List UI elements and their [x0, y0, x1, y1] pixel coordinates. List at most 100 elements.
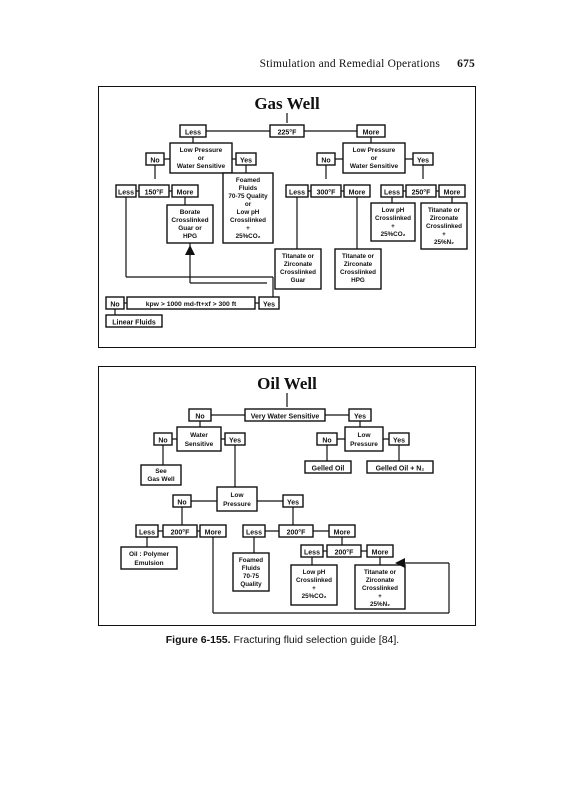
gas-tithpg-4: HPG	[351, 277, 365, 284]
gas-titn2-3: Crosslinked	[426, 223, 462, 230]
oil-mid-no-label: No	[177, 500, 186, 507]
oil-foamed-2: Fluids	[242, 565, 261, 572]
gas-lowph-1: Low pH	[382, 207, 405, 214]
oil-titn2-4: +	[378, 593, 382, 600]
gas-250-node	[405, 184, 437, 198]
gas-titguar-1: Titanate or	[282, 253, 315, 260]
gas-titn2-1: Titanate or	[428, 207, 461, 214]
oil-r200-node	[326, 544, 362, 558]
gas-left-no-label: No	[150, 158, 159, 165]
gas-225-node	[269, 124, 305, 138]
gas-left-yes-label: Yes	[240, 158, 252, 165]
oil-lowph-4: 25%CO₂	[302, 593, 327, 600]
oil-foamed-3: 70-75	[243, 573, 260, 580]
gas-250-label: 250°F	[412, 189, 431, 197]
gas-well-flowchart: Gas Well Less 225°F More Low Pressure or…	[105, 94, 468, 328]
oil-lowph-node	[290, 564, 338, 606]
gas-less-label: Less	[185, 130, 201, 137]
oil-lowph-1: Low pH	[303, 569, 326, 576]
gas-titn2-5: 25%N₂	[434, 239, 454, 246]
gas-300-more-label: More	[349, 190, 366, 197]
gas-tithpg-3: Crosslinked	[340, 269, 376, 276]
oil-lowph-3: +	[312, 585, 316, 592]
oil-well-panel: Oil Well No Very Water Sensitive Yes Wat…	[98, 366, 476, 626]
gas-foamed-7: +	[246, 225, 250, 232]
gas-foamed-node	[222, 172, 274, 244]
oil-r200-more-label: More	[372, 550, 389, 557]
oil-top-yes-label: Yes	[354, 414, 366, 421]
gas-borate-3: Guar or	[178, 225, 202, 232]
oil-polymer-2: Emulsion	[134, 560, 163, 567]
gas-kh-no-label: No	[110, 302, 119, 309]
oil-gelled-n2-label: Gelled Oil + N₂	[376, 466, 425, 473]
gas-300-label: 300°F	[317, 189, 336, 197]
oil-very-ws-node	[244, 408, 326, 422]
gas-tithpg-1: Titanate or	[342, 253, 375, 260]
gas-250-less-label: Less	[384, 190, 400, 197]
gas-kh-yes-node	[258, 296, 280, 310]
gas-150-less-label: Less	[118, 190, 134, 197]
oil-titanate-n2-node	[354, 564, 406, 610]
oil-polymer-node	[120, 546, 178, 570]
gas-right-lp-3: Water Sensitive	[350, 163, 399, 170]
oil-gelled-node	[304, 460, 352, 474]
oil-mid-lp-1: Low	[231, 492, 245, 499]
oil-titn2-2: Zirconate	[366, 577, 395, 584]
gas-right-no-label: No	[321, 158, 330, 165]
oil-right-no-label: No	[322, 438, 331, 445]
gas-titanate-n2-node	[420, 202, 468, 250]
oil-r200-less-label: Less	[304, 550, 320, 557]
gas-foamed-2: Fluids	[239, 185, 258, 192]
oil-foamed-node	[232, 552, 270, 592]
gas-arrow-up-icon	[185, 245, 195, 255]
oil-right-yes-label: Yes	[393, 438, 405, 445]
gas-titn2-2: Zirconate	[430, 215, 459, 222]
oil-titn2-3: Crosslinked	[362, 585, 398, 592]
gas-well-title: Gas Well	[254, 94, 320, 113]
gas-150-node	[138, 184, 170, 198]
oil-ws-no-label: No	[158, 438, 167, 445]
gas-more-label: More	[363, 130, 380, 137]
gas-linear-node	[105, 314, 163, 328]
oil-m200-node	[278, 524, 314, 538]
oil-titn2-1: Titanate or	[364, 569, 397, 576]
gas-left-lp-3: Water Sensitive	[177, 163, 226, 170]
gas-left-lp-2: or	[198, 155, 205, 162]
oil-foamed-1: Foamed	[239, 557, 263, 564]
caption-label: Figure 6-155.	[165, 634, 231, 646]
oil-ws-2: Sensitive	[185, 441, 214, 448]
oil-gelled-n2-node	[366, 460, 434, 474]
oil-see-gas-node	[140, 464, 182, 486]
gas-225-label: 225°F	[278, 129, 297, 137]
oil-l200-label: 200°F	[171, 529, 190, 537]
gas-linear-label: Linear Fluids	[112, 320, 156, 327]
gas-lowph-2: Crosslinked	[375, 215, 411, 222]
figure-caption: Figure 6-155. Fracturing fluid selection…	[0, 634, 565, 646]
gas-tithpg-2: Zirconate	[344, 261, 373, 268]
gas-titguar-3: Crosslinked	[280, 269, 316, 276]
gas-kh-yes-label: Yes	[263, 302, 275, 309]
oil-well-flowchart: Oil Well No Very Water Sensitive Yes Wat…	[120, 374, 450, 614]
oil-arrow-left-icon	[395, 558, 405, 568]
oil-polymer-1: Oil : Polymer	[129, 551, 170, 558]
oil-see-gas-2: Gas Well	[147, 476, 175, 483]
oil-mid-lp-node	[216, 486, 258, 512]
gas-foamed-8: 25%CO₂	[236, 233, 261, 240]
oil-right-lp-1: Low	[358, 432, 372, 439]
running-header: Stimulation and Remedial Operations 675	[260, 58, 475, 70]
gas-foamed-4: or	[245, 201, 252, 208]
oil-see-gas-1: See	[155, 468, 167, 475]
gas-left-lowpressure-node	[169, 142, 233, 174]
oil-top-no-label: No	[195, 414, 204, 421]
gas-right-yes-label: Yes	[417, 158, 429, 165]
gas-titguar-4: Guar	[291, 277, 306, 284]
gas-borate-1: Borate	[180, 209, 201, 216]
gas-right-lp-2: or	[371, 155, 378, 162]
gas-well-panel: Gas Well Less 225°F More Low Pressure or…	[98, 86, 476, 348]
oil-foamed-4: Quality	[240, 581, 262, 588]
oil-m200-label: 200°F	[287, 529, 306, 537]
gas-150-label: 150°F	[145, 189, 164, 197]
gas-borate-2: Crosslinked	[171, 217, 208, 224]
oil-very-ws-label: Very Water Sensitive	[251, 414, 320, 421]
page-number: 675	[457, 58, 475, 70]
